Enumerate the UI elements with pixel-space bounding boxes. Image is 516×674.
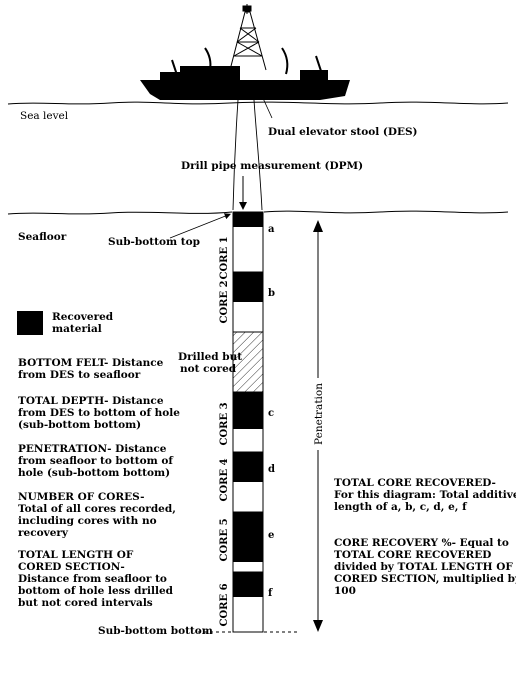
recovered-block-b	[233, 272, 263, 302]
definition-1-line-1: BOTTOM FELT- Distance	[18, 357, 164, 369]
definition-5-line-3: Distance from seafloor to	[18, 573, 167, 585]
definition-3-line-2: from seafloor to bottom of	[18, 455, 174, 467]
penetration-label: Penetration	[313, 383, 325, 445]
definition-4-line-1: NUMBER OF CORES-	[18, 491, 144, 503]
sub-bottom-top-pointer	[169, 213, 231, 239]
core-label-6: CORE 6	[219, 583, 230, 626]
recovered-block-a	[233, 212, 263, 227]
des-pointer	[261, 95, 273, 119]
definition-4-line-4: recovery	[18, 527, 69, 539]
definition-2-line-3: (sub-bottom bottom)	[18, 419, 141, 431]
core-label-4: CORE 4	[219, 458, 230, 501]
legend-recovered-label-2: material	[52, 323, 102, 335]
definition-3-line-1: PENETRATION- Distance	[18, 443, 167, 455]
core-label-1: CORE 1	[219, 236, 230, 279]
seafloor-line	[7, 210, 509, 215]
letter-c: c	[268, 408, 274, 419]
definition-4-line-3: including cores with no	[18, 515, 157, 527]
drilled-not-cored-label-2: not cored	[180, 363, 237, 375]
dpm-label: Drill pipe measurement (DPM)	[181, 160, 363, 172]
letter-a: a	[268, 224, 275, 235]
sub-bottom-top-label: Sub-bottom top	[108, 236, 200, 248]
recovered-block-f	[233, 572, 263, 597]
note-2-line-2: TOTAL CORE RECOVERED	[334, 549, 491, 561]
right-notes: TOTAL CORE RECOVERED-For this diagram: T…	[334, 477, 516, 597]
definition-4-line-2: Total of all cores recorded,	[18, 503, 176, 515]
drill-pipe	[232, 99, 263, 211]
definition-5-line-5: but not cored intervals	[18, 597, 153, 609]
note-2-line-1: CORE RECOVERY %- Equal to	[334, 537, 509, 549]
definition-5-line-1: TOTAL LENGTH OF	[18, 549, 134, 561]
note-2-line-4: CORED SECTION, multiplied by	[334, 573, 516, 585]
penetration-arrow-bottom	[313, 620, 323, 632]
drilled-not-cored-interval	[232, 331, 264, 393]
definition-2-line-1: TOTAL DEPTH- Distance	[18, 395, 164, 407]
definition-5-line-2: CORED SECTION-	[18, 561, 125, 573]
borehole-column	[232, 211, 264, 633]
recovered-block-d	[233, 452, 263, 482]
derrick-icon	[229, 4, 267, 71]
core-label-3: CORE 3	[219, 402, 230, 445]
penetration-arrow-top	[313, 220, 323, 232]
definition-3-line-3: hole (sub-bottom bottom)	[18, 467, 170, 479]
legend-recovered-swatch	[17, 311, 43, 335]
note-1-line-1: TOTAL CORE RECOVERED-	[334, 477, 496, 489]
definition-5-line-4: bottom of hole less drilled	[18, 585, 174, 597]
core-label-5: CORE 5	[219, 518, 230, 561]
letter-f: f	[268, 588, 273, 599]
sea-level-line	[7, 101, 509, 105]
sub-bottom-bottom-label: Sub-bottom bottom	[98, 625, 213, 637]
definition-2-line-2: from DES to bottom of hole	[18, 407, 180, 419]
legend-recovered-label-1: Recovered	[52, 311, 114, 323]
letter-b: b	[268, 288, 275, 299]
core-label-2: CORE 2	[219, 280, 230, 323]
note-1-line-2: For this diagram: Total additive	[334, 489, 516, 501]
sea-level-label: Sea level	[20, 110, 69, 122]
note-2-line-3: divided by TOTAL LENGTH OF	[334, 561, 513, 573]
drill-ship	[140, 4, 350, 100]
letter-e: e	[268, 530, 274, 541]
note-1-line-3: length of a, b, c, d, e, f	[334, 501, 468, 513]
des-label: Dual elevator stool (DES)	[268, 126, 418, 138]
seafloor-label: Seafloor	[18, 231, 67, 243]
recovered-block-c	[233, 392, 263, 429]
note-2-line-5: 100	[334, 585, 356, 597]
definition-1-line-2: from DES to seafloor	[18, 369, 141, 381]
letter-d: d	[268, 464, 275, 475]
recovered-block-e	[233, 512, 263, 562]
drilled-not-cored-label-1: Drilled but	[178, 351, 242, 363]
